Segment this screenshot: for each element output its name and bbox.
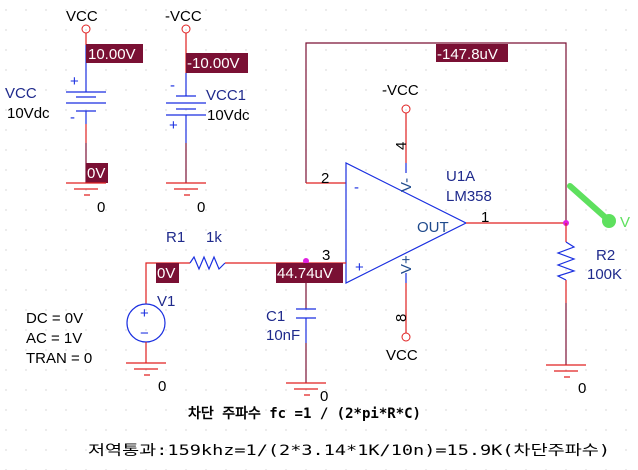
svg-text:0: 0 [97,199,105,216]
probe-icon [567,183,609,221]
svg-text:TRAN = 0: TRAN = 0 [26,350,92,367]
svg-text:+: + [355,259,364,276]
voltage-marker: 0V [157,265,175,282]
lowpass-note: 저역통과:159khz=1/(2*3.14*1K/10n)=15.9K(차단주파… [88,443,610,459]
part-name: VCC1 [206,87,246,104]
cutoff-note: 차단 주파수 fc =1 / (2*pi*R*C) [188,405,421,422]
part-name: R2 [596,247,615,264]
svg-text:V+: V+ [398,255,415,274]
svg-text:-VCC: -VCC [382,82,419,99]
svg-text:8: 8 [393,314,410,322]
svg-text:-: - [170,77,175,94]
feedback-wire[interactable] [305,42,567,223]
part-value: 10Vdc [7,105,50,122]
part-name: U1A [446,168,475,185]
svg-text:0: 0 [320,388,328,405]
svg-text:-: - [354,179,359,196]
voltage-probe[interactable]: V [567,183,630,231]
svg-text:VCC: VCC [386,347,418,364]
svg-text:0: 0 [578,380,586,397]
svg-text:V-: V- [398,178,415,192]
part-value: 100K [587,266,622,283]
resistor-r2[interactable]: R2 100K 0 [546,223,622,397]
svg-text:DC = 0V: DC = 0V [26,310,83,327]
battery-icon [66,91,106,112]
capacitor-c1[interactable]: 0 C1 10nF 44.74uV [266,258,343,405]
svg-text:+: + [140,305,149,322]
svg-text:0: 0 [197,199,205,216]
net-label-neg-vcc: -VCC [165,8,202,25]
part-name: C1 [266,308,285,325]
svg-text:+: + [70,73,79,90]
svg-text:1: 1 [481,209,489,226]
ground-icon [126,342,166,376]
battery-icon [166,95,206,116]
junction-dot [303,258,309,264]
part-name: V1 [157,293,175,310]
svg-text:3: 3 [322,247,330,264]
svg-text:V: V [620,214,630,231]
opamp-u1a[interactable]: - + 2 3 1 OUT U1A LM358 -VCC 4 V- 8 V+ V… [321,82,492,364]
resistor-icon [189,255,226,271]
net-label-vcc: VCC [66,8,98,25]
svg-text:AC = 1V: AC = 1V [26,330,82,347]
ground-icon [66,182,106,196]
resistor-icon [556,241,576,281]
part-name: VCC [5,85,37,102]
voltage-marker: 10.00V [88,46,136,63]
voltage-marker: -10.00V [187,55,240,72]
svg-text:2: 2 [321,170,329,187]
ground-icon [166,182,206,196]
svg-text:0: 0 [158,378,166,395]
svg-text:+: + [169,117,178,134]
vcc-source[interactable]: VCC + - VCC 10Vdc 10.00V 0V 0 [5,8,143,216]
part-value: 10Vdc [207,107,250,124]
part-value: LM358 [446,188,492,205]
voltage-marker: 44.74uV [277,265,333,282]
svg-text:4: 4 [393,142,410,150]
svg-text:−: − [140,325,149,342]
ground-icon [546,364,586,378]
svg-text:-: - [70,109,75,126]
power-port-icon[interactable] [401,332,411,342]
part-name: R1 [166,229,185,246]
opamp-icon [345,162,468,284]
part-value: 10nF [266,327,300,344]
svg-text:OUT: OUT [417,219,449,236]
voltage-marker: 0V [87,165,105,182]
part-value: 1k [206,229,222,246]
vcc1-source[interactable]: -VCC - + -10.00V VCC1 10Vdc 0 [165,8,250,216]
voltage-marker: -147.8uV [437,46,498,63]
ground-icon [286,382,326,396]
